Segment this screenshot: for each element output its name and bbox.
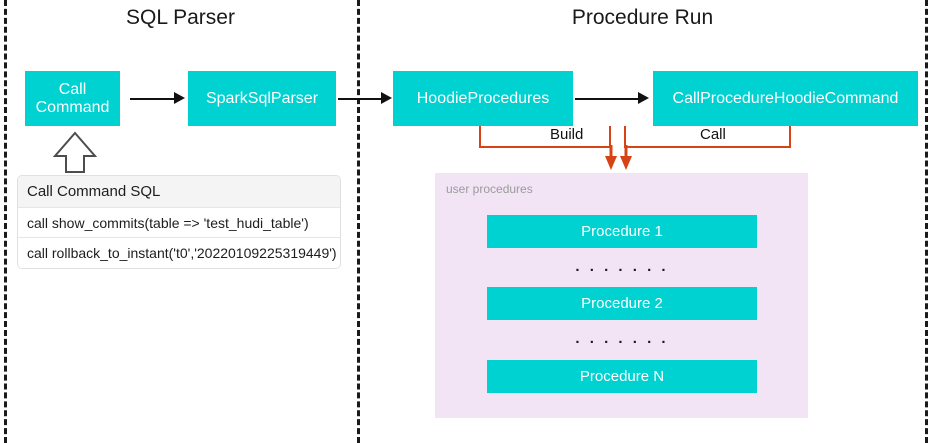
procedure-box-1-label: Procedure 1 <box>581 223 663 240</box>
arrow-call-command-to-parser-line <box>130 98 175 100</box>
node-spark-sql-parser[interactable]: SparkSqlParser <box>188 71 336 126</box>
arrow-hoodie-to-call-command-line <box>575 98 639 100</box>
arrow-parser-to-hoodie-procedures-head <box>381 92 392 104</box>
sql-table-header: Call Command SQL <box>18 176 340 208</box>
user-procedures-caption: user procedures <box>446 182 533 196</box>
section-title-sql-parser: SQL Parser <box>126 6 235 29</box>
sql-table-row: call rollback_to_instant('t0','202201092… <box>18 238 340 268</box>
divider-right <box>925 0 928 443</box>
orange-down-arrows-icon <box>605 145 632 170</box>
procedure-box-1[interactable]: Procedure 1 <box>487 215 757 248</box>
node-call-command-line1: Call <box>58 80 87 98</box>
connector-call-bracket <box>624 126 791 148</box>
divider-middle <box>357 0 360 443</box>
arrow-parser-to-hoodie-procedures-line <box>338 98 382 100</box>
divider-left <box>4 0 7 443</box>
arrow-hoodie-to-call-command-head <box>638 92 649 104</box>
node-call-command-line2: Command <box>35 98 110 116</box>
node-hoodie-procedures[interactable]: HoodieProcedures <box>393 71 573 126</box>
node-hoodie-procedures-label: HoodieProcedures <box>416 89 550 107</box>
procedure-box-n-label: Procedure N <box>579 368 665 385</box>
connector-build-bracket <box>479 126 611 148</box>
procedure-box-2-label: Procedure 2 <box>581 295 663 312</box>
connector-call-label: Call <box>696 126 730 143</box>
procedure-box-2[interactable]: Procedure 2 <box>487 287 757 320</box>
procedure-box-n[interactable]: Procedure N <box>487 360 757 393</box>
node-spark-sql-parser-label: SparkSqlParser <box>205 89 319 107</box>
ellipsis-separator-2: . . . . . . . <box>575 330 669 347</box>
upward-pointer-icon <box>52 131 98 173</box>
sql-table-row: call show_commits(table => 'test_hudi_ta… <box>18 208 340 238</box>
connector-build-label: Build <box>546 126 588 143</box>
arrow-call-command-to-parser-head <box>174 92 185 104</box>
call-command-sql-table: Call Command SQL call show_commits(table… <box>17 175 341 269</box>
node-call-procedure-hoodie-command[interactable]: CallProcedureHoodieCommand <box>653 71 918 126</box>
section-title-procedure-run: Procedure Run <box>571 6 714 29</box>
node-call-procedure-hoodie-command-label: CallProcedureHoodieCommand <box>672 89 899 107</box>
ellipsis-separator-1: . . . . . . . <box>575 258 669 275</box>
node-call-command[interactable]: Call Command <box>25 71 120 126</box>
